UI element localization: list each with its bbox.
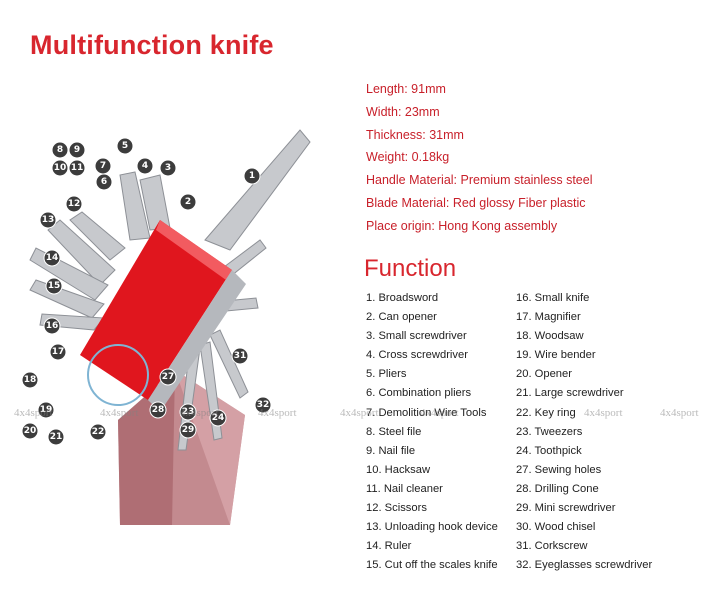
- spec-place-origin: Place origin: Hong Kong assembly: [366, 218, 558, 233]
- spec-length: Length: 91mm: [366, 82, 446, 96]
- function-item: 19. Wire bender: [516, 349, 596, 362]
- function-list-column-2: 16. Small knife 17. Magnifier 18. Woodsa…: [516, 289, 652, 575]
- function-item: 32. Eyeglasses screwdriver: [516, 559, 653, 572]
- function-item: 9. Nail file: [366, 444, 416, 457]
- function-item: 20. Opener: [516, 368, 572, 381]
- function-item: 4. Cross screwdriver: [366, 349, 468, 362]
- function-item: 24. Toothpick: [516, 444, 582, 457]
- function-item: 27. Sewing holes: [516, 463, 602, 476]
- callout-label: 5: [122, 141, 128, 151]
- callout-label: 18: [24, 375, 37, 385]
- callout-label: 16: [46, 321, 59, 331]
- callout-label: 2: [185, 197, 191, 207]
- callout-label: 27: [162, 372, 175, 382]
- callout-label: 11: [71, 163, 84, 173]
- callout-label: 12: [68, 199, 81, 209]
- function-item: 28. Drilling Cone: [516, 482, 599, 495]
- function-item: 8. Steel file: [366, 425, 422, 438]
- callout-label: 17: [52, 347, 65, 357]
- function-item: 29. Mini screwdriver: [516, 502, 616, 515]
- callout-label: 32: [257, 400, 270, 410]
- function-item: 31. Corkscrew: [516, 540, 588, 553]
- callout-label: 9: [74, 145, 80, 155]
- knife-illustration: 1 2 3 4 5 6 7 8 9 10 11 12 13 14 15 16 1…: [21, 129, 311, 525]
- function-item: 2. Can opener: [366, 311, 437, 324]
- callout-label: 8: [57, 145, 63, 155]
- spec-handle-material: Handle Material: Premium stainless steel: [366, 173, 593, 188]
- page-title: Multifunction knife: [30, 30, 274, 60]
- function-item: 13. Unloading hook device: [366, 521, 498, 534]
- function-item: 10. Hacksaw: [366, 463, 431, 476]
- callout-label: 20: [24, 426, 37, 436]
- callout-label: 14: [46, 253, 59, 263]
- callout-label: 23: [182, 407, 195, 417]
- callout-label: 29: [182, 425, 195, 435]
- function-item: 12. Scissors: [366, 502, 427, 515]
- function-item: 17. Magnifier: [516, 311, 581, 324]
- function-item: 15. Cut off the scales knife: [366, 559, 498, 572]
- callout-label: 13: [42, 215, 55, 225]
- function-list-column-1: 1. Broadsword 2. Can opener 3. Small scr…: [366, 289, 498, 575]
- function-item: 16. Small knife: [516, 292, 590, 304]
- callout-label: 10: [54, 163, 67, 173]
- callout-label: 6: [101, 177, 107, 187]
- function-item: 1. Broadsword: [366, 292, 439, 304]
- callout-label: 15: [48, 281, 61, 291]
- callout-label: 4: [142, 161, 148, 171]
- callout-label: 22: [92, 427, 105, 437]
- function-item: 5. Pliers: [366, 368, 407, 381]
- spec-thickness: Thickness: 31mm: [366, 127, 464, 142]
- function-item: 22. Key ring: [516, 406, 576, 419]
- spec-width: Width: 23mm: [366, 104, 440, 119]
- specifications-list: Length: 91mm Width: 23mm Thickness: 31mm…: [366, 78, 592, 238]
- spec-blade-material: Blade Material: Red glossy Fiber plastic: [366, 195, 586, 210]
- function-item: 11. Nail cleaner: [366, 482, 443, 495]
- callout-label: 19: [40, 405, 53, 415]
- watermark-text: 4x4sport: [660, 407, 699, 419]
- function-item: 23. Tweezers: [516, 425, 583, 438]
- function-item: 7. Demolition Wire Tools: [366, 406, 487, 419]
- function-heading: Function: [364, 255, 457, 282]
- spec-weight: Weight: 0.18kg: [366, 150, 450, 165]
- function-item: 3. Small screwdriver: [366, 330, 467, 343]
- callout-label: 31: [234, 351, 247, 361]
- function-item: 14. Ruler: [366, 540, 412, 553]
- function-item: 6. Combination pliers: [366, 387, 472, 400]
- callout-label: 21: [50, 432, 63, 442]
- callout-label: 1: [249, 171, 255, 181]
- callout-label: 24: [212, 413, 225, 423]
- callout-label: 3: [165, 163, 171, 173]
- function-item: 18. Woodsaw: [516, 330, 584, 343]
- callout-label: 28: [152, 405, 165, 415]
- callout-label: 7: [100, 161, 106, 171]
- function-item: 21. Large screwdriver: [516, 387, 624, 400]
- function-item: 30. Wood chisel: [516, 521, 596, 534]
- callout-markers: 1 2 3 4 5 6 7 8 9 10 11 12 13 14 15 16 1…: [21, 137, 272, 446]
